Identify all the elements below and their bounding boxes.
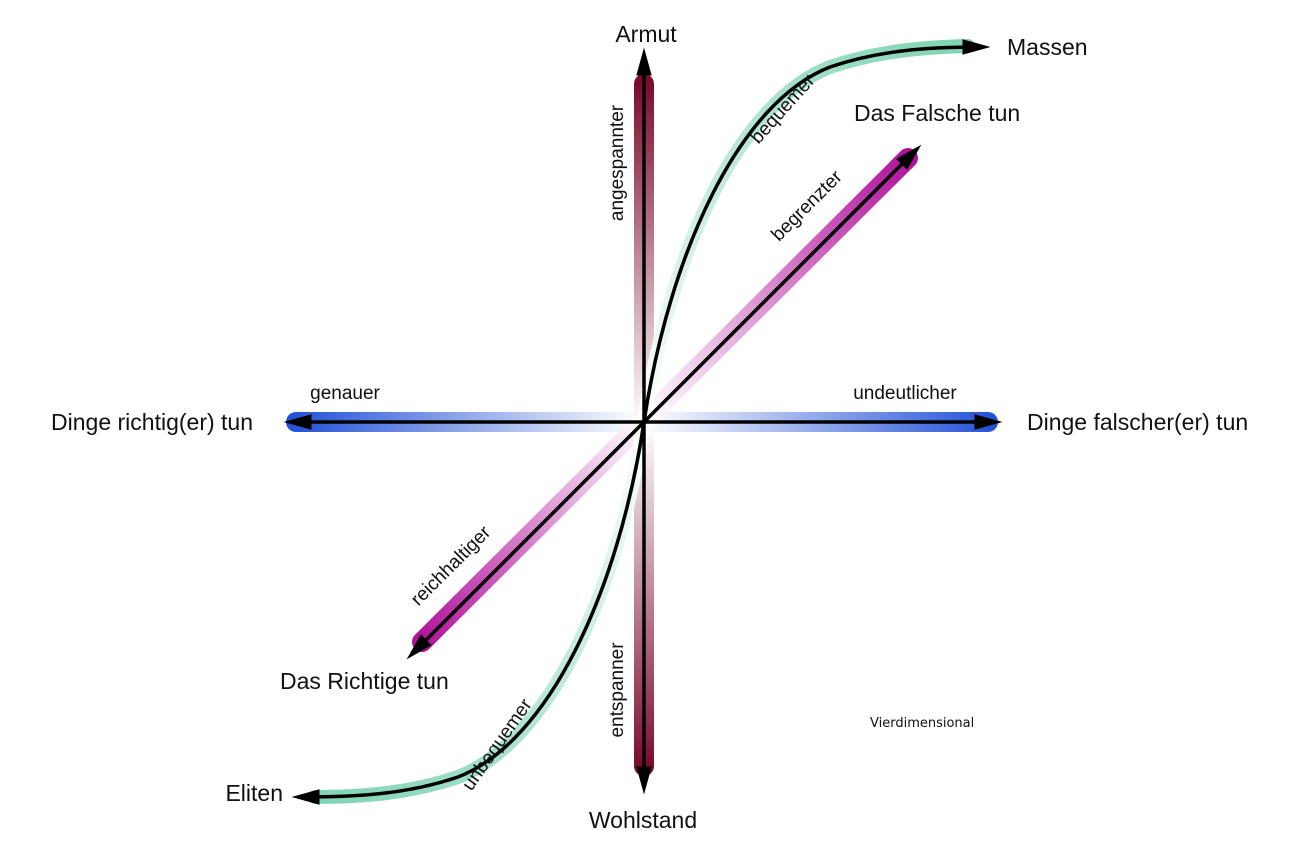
label-dinge-richtiger: Dinge richtig(er) tun xyxy=(51,409,253,435)
label-wohlstand: Wohlstand xyxy=(589,807,697,833)
qualifier-unbequemer: unbequemer xyxy=(458,695,537,795)
qualifier-reichhaltiger: reichhaltiger xyxy=(407,522,496,611)
label-das-falsche-tun: Das Falsche tun xyxy=(854,100,1020,126)
label-das-richtige-tun: Das Richtige tun xyxy=(280,668,449,694)
qualifier-undeutlicher: undeutlicher xyxy=(853,383,957,404)
curve-axis-bottom xyxy=(291,421,646,805)
diagonal-axis-top xyxy=(642,144,922,424)
label-dinge-falscher: Dinge falscher(er) tun xyxy=(1027,409,1248,435)
caption-vierdimensional: Vierdimensional xyxy=(870,716,974,731)
qualifier-genauer: genauer xyxy=(310,383,380,404)
qualifier-entspanner: entspanner xyxy=(607,642,628,738)
qualifier-angespannter: angespannter xyxy=(607,104,628,221)
label-eliten: Eliten xyxy=(225,780,283,806)
qualifier-bequemer: bequemer xyxy=(746,70,819,148)
curve-axis-top xyxy=(642,39,991,423)
label-massen: Massen xyxy=(1007,34,1088,60)
label-armut: Armut xyxy=(615,21,677,47)
diagonal-axis-bottom xyxy=(406,420,646,660)
